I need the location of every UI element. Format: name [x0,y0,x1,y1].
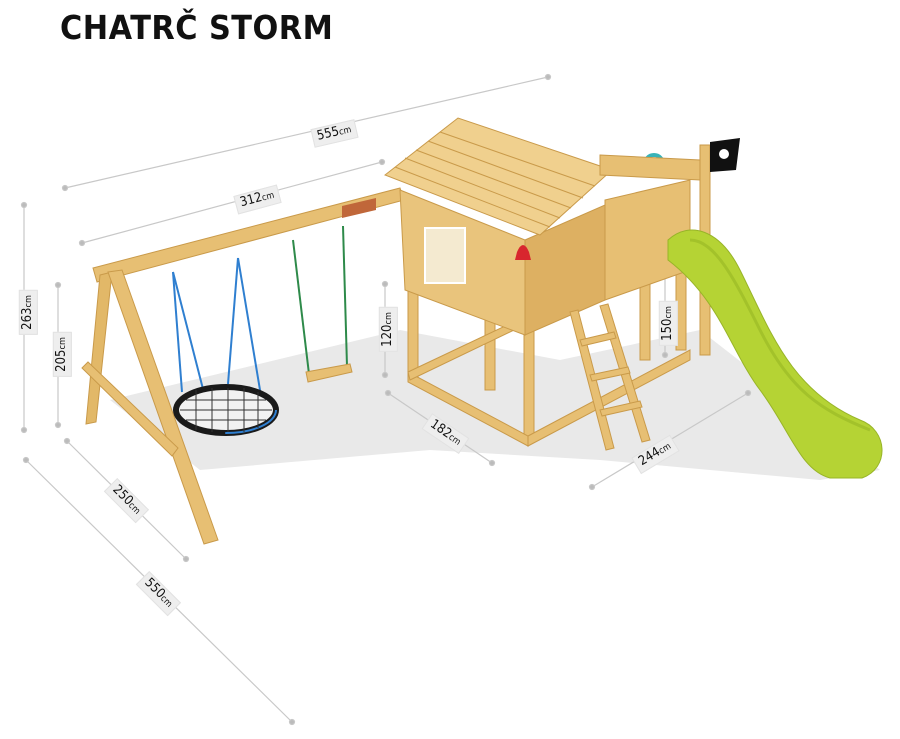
ground-shadows [110,330,880,480]
treasure-map-board [424,227,466,284]
bell-icon [515,245,531,260]
dim-platform-height: 120cm [378,307,398,352]
dim-slide-platform-height: 150cm [658,301,678,346]
swing-frame [81,187,405,545]
ladder [569,303,651,451]
product-title: CHATRČ STORM [60,8,334,47]
nest-swing [172,257,279,436]
dim-total-height: 263cm [18,290,38,335]
slide [667,229,883,479]
board-swing [292,225,353,383]
playhouse [383,117,740,447]
dim-swing-beam-height: 205cm [52,332,72,377]
